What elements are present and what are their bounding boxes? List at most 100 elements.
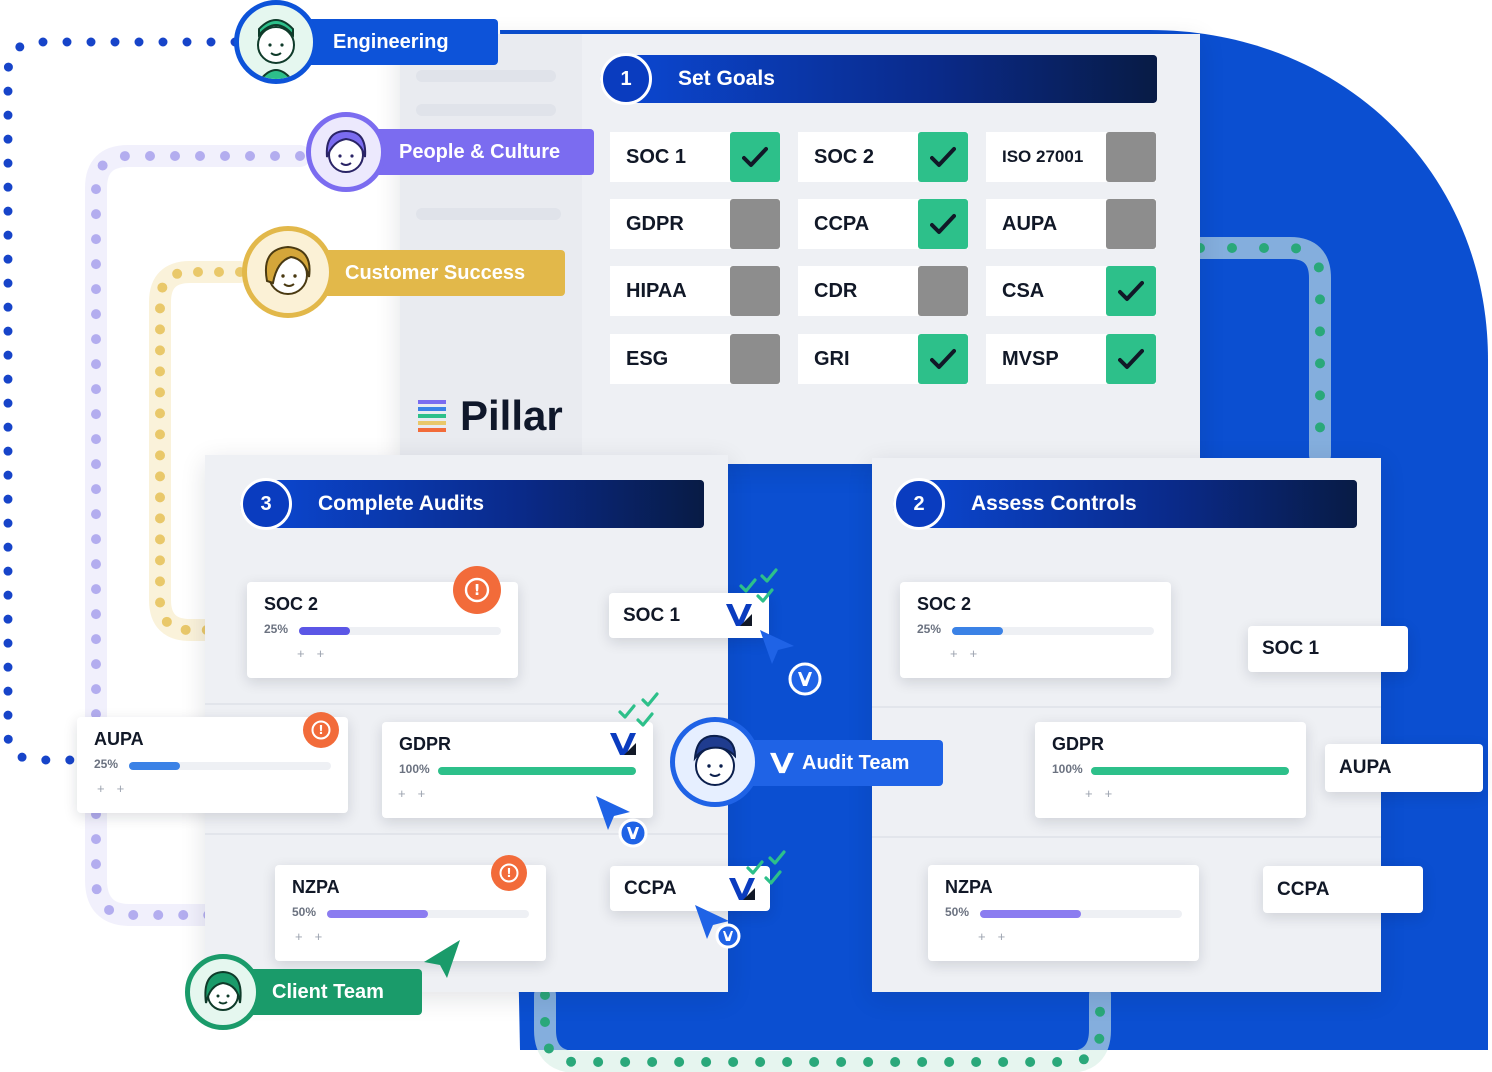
goal-item[interactable]: GRI xyxy=(798,334,968,384)
checkbox-checked[interactable] xyxy=(918,199,968,249)
goal-label: SOC 2 xyxy=(814,146,875,168)
goal-item[interactable]: GDPR xyxy=(610,199,780,249)
card-percent: 100% xyxy=(399,762,430,776)
goal-item[interactable]: MVSP xyxy=(986,334,1156,384)
card-title: GDPR xyxy=(1052,734,1105,754)
checkbox-checked[interactable] xyxy=(918,334,968,384)
team-tag-audit[interactable]: Audit Team xyxy=(740,740,943,786)
goal-item[interactable]: CDR xyxy=(798,266,968,316)
team-label: Engineering xyxy=(333,31,449,53)
person-icon xyxy=(693,734,737,786)
card-plus-marks: ++ xyxy=(398,786,438,801)
check-icon xyxy=(930,214,956,234)
sidebar-skeleton xyxy=(400,34,582,464)
goal-label: CCPA xyxy=(814,213,870,235)
checkbox-checked[interactable] xyxy=(918,132,968,182)
progress-track xyxy=(980,910,1182,918)
audit-card-nzpa[interactable]: NZPA 50% ++ xyxy=(275,865,546,961)
checkbox-unchecked[interactable] xyxy=(1106,199,1156,249)
audit-card-aupa[interactable]: AUPA 25% ++ xyxy=(77,717,348,813)
avatar xyxy=(234,0,318,84)
checkbox-unchecked[interactable] xyxy=(730,334,780,384)
goal-item[interactable]: SOC 1 xyxy=(610,132,780,182)
checkbox-unchecked[interactable] xyxy=(1106,132,1156,182)
team-tag-customer-success[interactable]: Customer Success xyxy=(305,250,565,296)
goal-label: ESG xyxy=(626,348,669,370)
card-plus-marks: ++ xyxy=(295,929,335,944)
checkbox-unchecked[interactable] xyxy=(730,199,780,249)
goal-item[interactable]: SOC 2 xyxy=(798,132,968,182)
checkbox-checked[interactable] xyxy=(730,132,780,182)
progress-fill xyxy=(1091,767,1289,775)
checkbox-checked[interactable] xyxy=(1106,266,1156,316)
step-header-set-goals: 1 Set Goals xyxy=(600,53,1157,105)
customer-connector xyxy=(155,267,250,635)
progress-track xyxy=(299,627,501,635)
goal-item[interactable]: CSA xyxy=(986,266,1156,316)
goal-label: HIPAA xyxy=(626,280,687,302)
warning-glyph: ! xyxy=(506,866,511,880)
progress-fill xyxy=(327,910,428,918)
progress-fill xyxy=(438,767,636,775)
warning-glyph: ! xyxy=(474,581,481,599)
checkbox-unchecked[interactable] xyxy=(730,266,780,316)
card-title: AUPA xyxy=(94,729,144,749)
card-plus-marks: ++ xyxy=(97,781,137,796)
progress-fill xyxy=(299,627,350,635)
card-percent: 100% xyxy=(1052,762,1083,776)
audit-card-gdpr[interactable]: GDPR 100% ++ xyxy=(382,722,653,818)
card-percent: 25% xyxy=(264,622,289,636)
card-title: GDPR xyxy=(399,734,452,754)
chip-label: SOC 1 xyxy=(623,605,681,626)
warning-icon: ! xyxy=(453,566,501,614)
assess-chip-aupa[interactable]: AUPA xyxy=(1325,744,1483,792)
step-title: Complete Audits xyxy=(318,492,485,515)
progress-track xyxy=(438,767,636,775)
chip-label: SOC 1 xyxy=(1262,638,1320,659)
goal-item[interactable]: ESG xyxy=(610,334,780,384)
assess-chip-ccpa[interactable]: CCPA xyxy=(1263,866,1423,913)
checkbox-checked[interactable] xyxy=(1106,334,1156,384)
audit-chip-ccpa[interactable]: CCPA xyxy=(610,866,770,911)
progress-track xyxy=(129,762,331,770)
card-percent: 25% xyxy=(917,622,942,636)
goal-label: CDR xyxy=(814,280,858,302)
card-percent: 50% xyxy=(945,905,970,919)
team-tag-client[interactable]: Client Team xyxy=(240,969,422,1015)
team-tag-people-culture[interactable]: People & Culture xyxy=(362,129,594,175)
avatar xyxy=(306,112,386,192)
progress-fill xyxy=(129,762,180,770)
progress-fill xyxy=(980,910,1081,918)
assess-chip-soc1[interactable]: SOC 1 xyxy=(1248,626,1408,672)
card-title: SOC 2 xyxy=(917,594,972,614)
person-icon xyxy=(204,970,242,1011)
audit-chip-soc1[interactable]: SOC 1 xyxy=(609,593,769,638)
vanta-logo-icon xyxy=(770,752,794,774)
team-tag-engineering[interactable]: Engineering xyxy=(295,19,498,65)
pillar-logo: Pillar xyxy=(418,392,578,440)
person-icon xyxy=(265,245,311,295)
check-icon xyxy=(930,147,956,167)
goal-item[interactable]: ISO 27001 xyxy=(986,132,1156,182)
card-plus-marks: ++ xyxy=(978,929,1018,944)
person-icon xyxy=(325,129,367,173)
assess-card-soc2[interactable]: SOC 2 25% ++ xyxy=(900,582,1171,678)
progress-fill xyxy=(952,627,1003,635)
goal-item[interactable]: AUPA xyxy=(986,199,1156,249)
assess-card-nzpa[interactable]: NZPA 50% ++ xyxy=(928,865,1199,961)
progress-track xyxy=(952,627,1154,635)
goal-item[interactable]: HIPAA xyxy=(610,266,780,316)
check-icon xyxy=(1118,281,1144,301)
checkbox-unchecked[interactable] xyxy=(918,266,968,316)
check-icon xyxy=(930,349,956,369)
step-title: Set Goals xyxy=(678,67,775,90)
goal-label: AUPA xyxy=(1002,213,1058,235)
team-label: Customer Success xyxy=(345,262,526,284)
goal-item[interactable]: CCPA xyxy=(798,199,968,249)
card-plus-marks: ++ xyxy=(297,646,337,661)
step-header-assess-controls: 2 Assess Controls xyxy=(893,478,1357,530)
assess-card-gdpr[interactable]: GDPR 100% ++ xyxy=(1035,722,1306,818)
goal-label: GDPR xyxy=(626,213,684,235)
progress-track xyxy=(1091,767,1289,775)
card-percent: 25% xyxy=(94,757,119,771)
